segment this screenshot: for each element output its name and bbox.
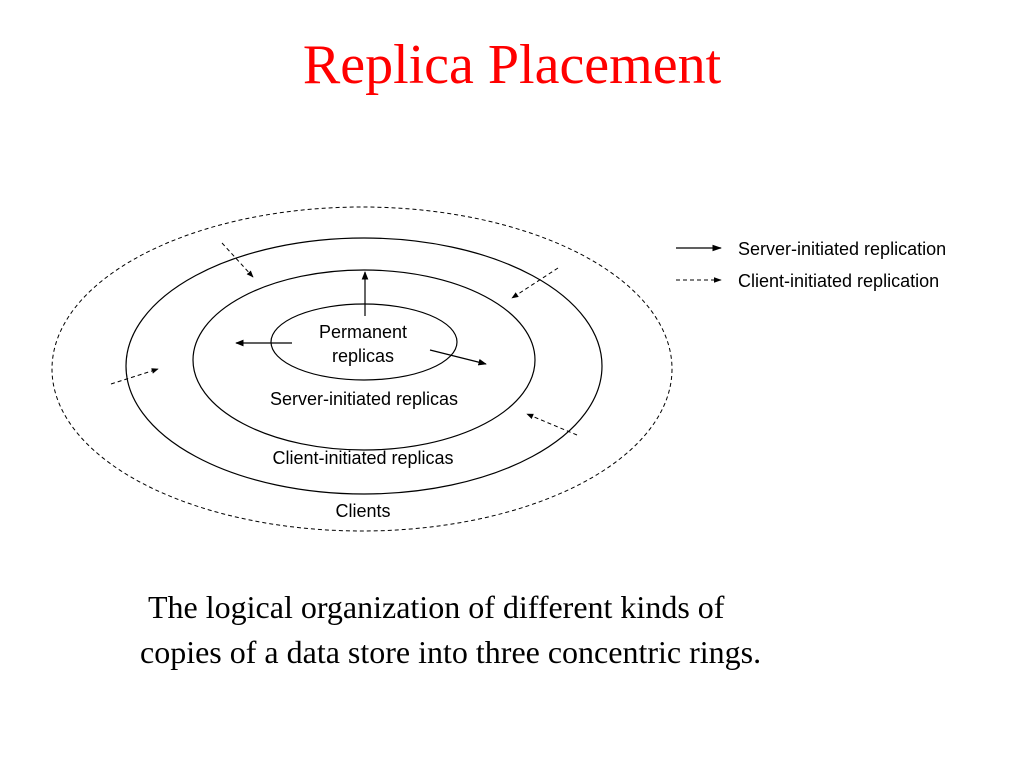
- clients-label: Clients: [335, 501, 390, 521]
- legend: Server-initiated replication Client-init…: [676, 239, 946, 291]
- client-arrow-bottom-right: [526, 413, 578, 436]
- caption-line-1: The logical organization of different ki…: [148, 589, 725, 625]
- server-arrow-right: [429, 349, 487, 366]
- permanent-replicas-label-line-2: replicas: [332, 346, 394, 366]
- server-initiated-replicas-label: Server-initiated replicas: [270, 389, 458, 409]
- client-arrow-top-left: [221, 242, 254, 278]
- legend-client-label: Client-initiated replication: [738, 271, 939, 291]
- slide-title: Replica Placement: [302, 34, 722, 96]
- clients-ring: [51, 206, 673, 532]
- caption-line-2: copies of a data store into three concen…: [140, 634, 762, 670]
- client-arrow-left: [110, 368, 159, 385]
- legend-server-label: Server-initiated replication: [738, 239, 946, 259]
- client-initiated-ring: [125, 237, 603, 495]
- client-initiated-replicas-label: Client-initiated replicas: [272, 448, 453, 468]
- permanent-ring: [270, 303, 458, 381]
- server-initiated-ring: [192, 269, 536, 451]
- permanent-replicas-label-line-1: Permanent: [319, 322, 407, 342]
- slide-caption: The logical organization of different ki…: [140, 585, 940, 675]
- client-arrow-top-right: [511, 267, 559, 299]
